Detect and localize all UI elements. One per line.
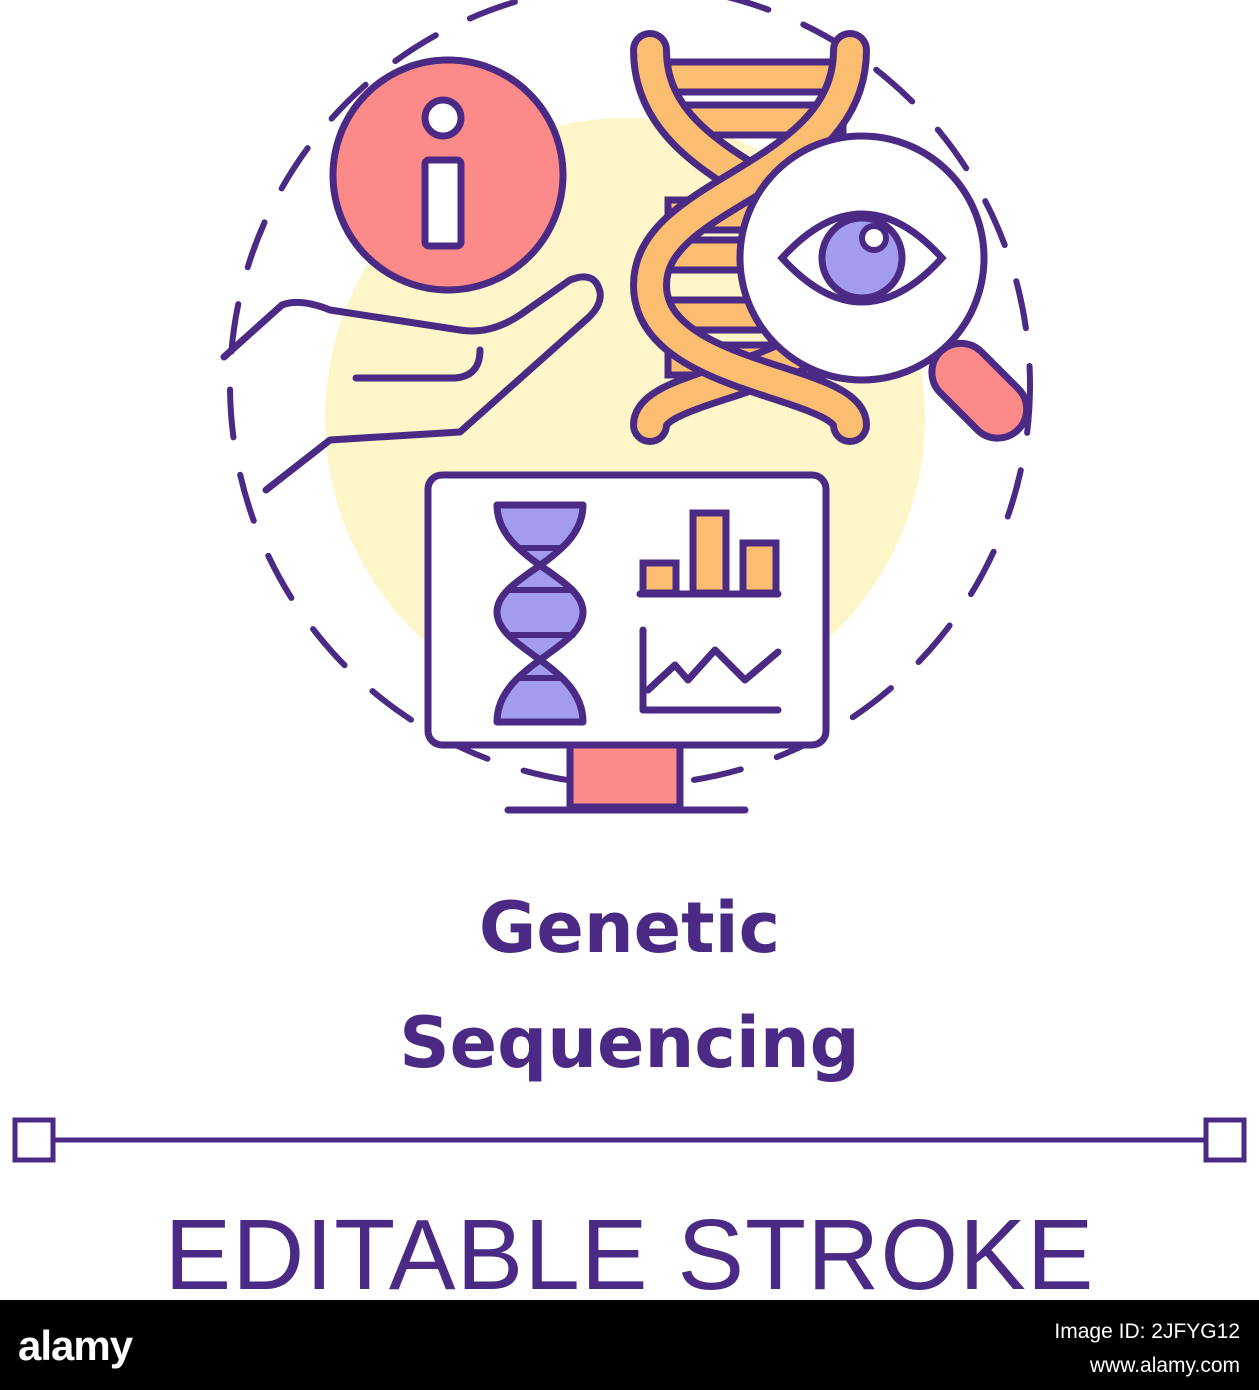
hand-icon [220, 273, 604, 494]
bar-chart-icon [636, 509, 782, 598]
stroke-handle-left[interactable] [12, 1117, 56, 1163]
stock-logo: alamy [18, 1322, 133, 1369]
title-line-2: Sequencing [399, 1002, 860, 1084]
screen-dna-icon [493, 501, 587, 726]
line-chart-icon [639, 626, 782, 714]
image-id-text: Image ID: 2JFYG12 [1054, 1320, 1240, 1343]
title-line-1: Genetic [478, 887, 781, 969]
stock-url-text: www.alamy.com [1089, 1354, 1240, 1377]
info-icon [329, 56, 567, 294]
genetic-sequencing-illustration [12, 0, 1247, 1163]
stroke-handle-line [12, 1117, 1247, 1163]
watermark-footer [0, 1300, 1259, 1390]
magnifier-eye-icon [736, 132, 1031, 442]
stroke-handle-right[interactable] [1203, 1117, 1247, 1163]
editable-stroke-label: EDITABLE STROKE [164, 1205, 1095, 1302]
monitor-icon [424, 471, 830, 814]
